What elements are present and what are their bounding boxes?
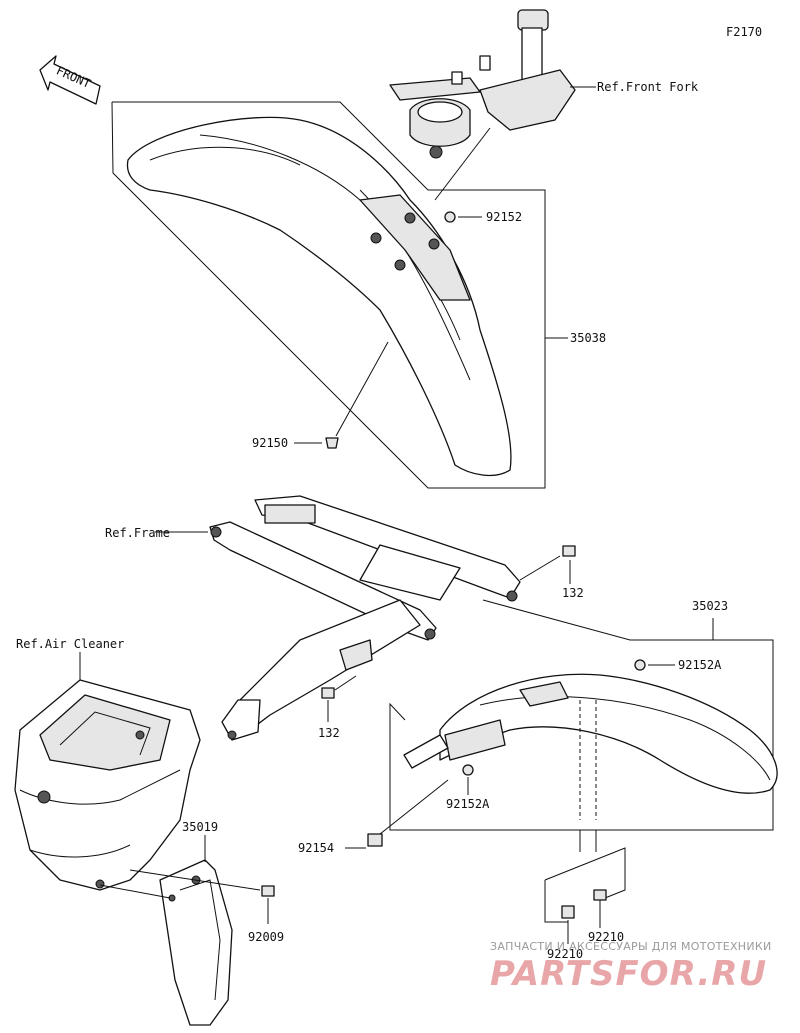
rear-subframe <box>209 495 521 741</box>
grommet-92152a-right <box>634 659 646 671</box>
part-132-left-label: 132 <box>318 726 340 740</box>
watermark-tagline: ЗАПЧАСТИ И АКСЕССУАРЫ ДЛЯ МОТОТЕХНИКИ <box>490 940 772 953</box>
part-92152a-right-label: 92152A <box>678 658 722 672</box>
bolt-92150 <box>325 437 339 449</box>
side-cover-35019 <box>159 859 233 1026</box>
part-35038-label: 35038 <box>570 331 606 345</box>
screw-92009 <box>261 885 275 897</box>
part-92009-label: 92009 <box>248 930 284 944</box>
bolt-132-right <box>562 545 576 557</box>
part-92210-left-label: 92210 <box>547 947 583 961</box>
part-92152a-lower-label: 92152A <box>446 797 490 811</box>
watermark-brand: PARTSFOR.RU <box>490 954 767 994</box>
rear-fender <box>403 673 778 794</box>
part-92210-right-label: 92210 <box>588 930 624 944</box>
figure-code: F2170 <box>726 25 762 39</box>
part-35019-label: 35019 <box>182 820 218 834</box>
nut-92210-right <box>593 889 607 901</box>
part-92152-top-label: 92152 <box>486 210 522 224</box>
ref-frame-label: Ref.Frame <box>105 526 170 540</box>
grommet-92152a-lower <box>462 764 474 776</box>
part-92150-label: 92150 <box>252 436 288 450</box>
ref-air-cleaner-label: Ref.Air Cleaner <box>16 637 124 651</box>
grommet-92152-top <box>444 211 456 223</box>
part-35023-label: 35023 <box>692 599 728 613</box>
front-fender <box>126 116 512 477</box>
part-132-right-label: 132 <box>562 586 584 600</box>
bolt-92154 <box>367 833 383 847</box>
nut-92210-left <box>561 905 575 919</box>
bolt-132-left <box>321 687 335 699</box>
front-fork-clamp <box>389 9 576 159</box>
air-cleaner-box <box>14 679 201 891</box>
front-arrow-icon: FRONT <box>39 55 101 105</box>
ref-front-fork-label: Ref.Front Fork <box>597 80 699 94</box>
part-92154-label: 92154 <box>298 841 334 855</box>
